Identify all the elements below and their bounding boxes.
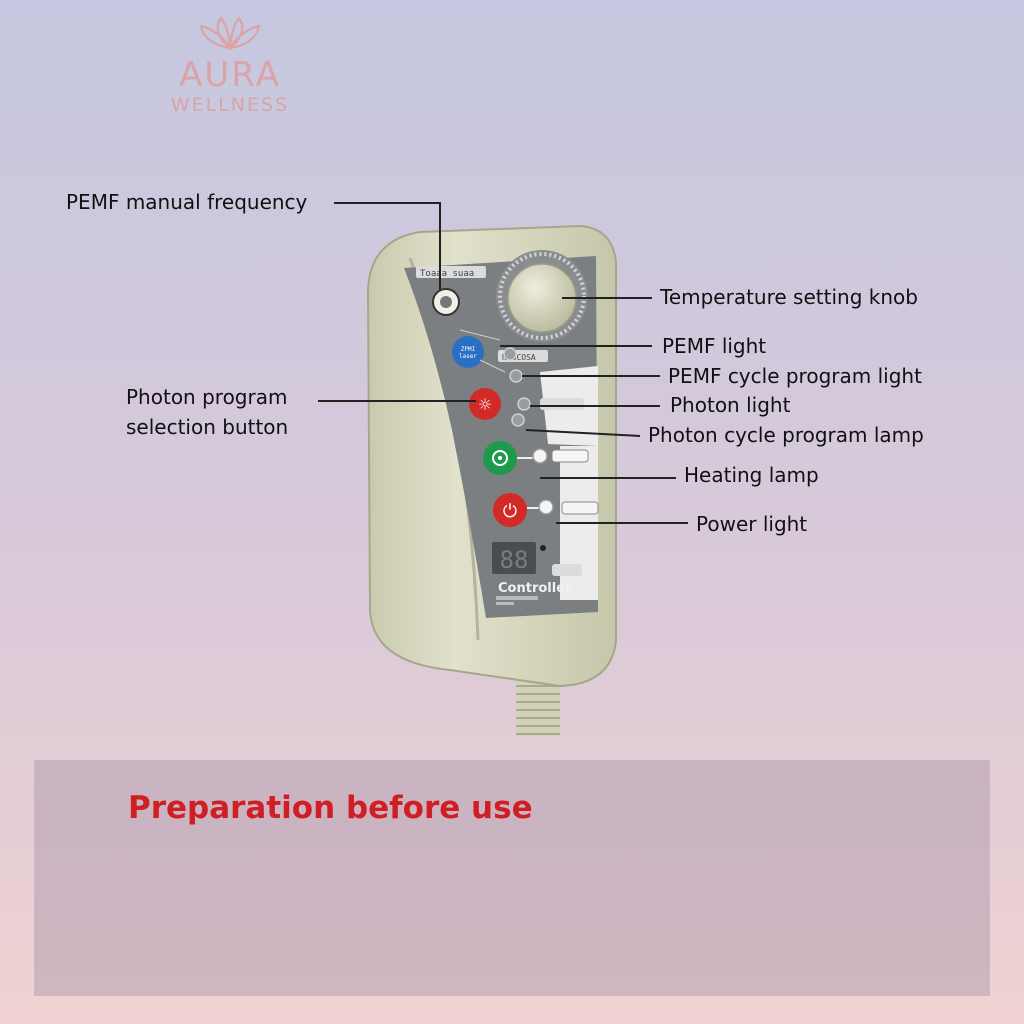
preparation-panel: Preparation before use (34, 760, 990, 996)
label-photon-program-line1: Photon program (126, 385, 288, 409)
sun-icon: ☼ (478, 395, 492, 414)
faceplate-header-strip (416, 266, 486, 278)
svg-text:NROCOSA: NROCOSA (502, 353, 536, 362)
display-value: 88 (500, 546, 529, 574)
section-title: Preparation before use (128, 790, 533, 826)
photon-cycle-indicator (511, 413, 525, 427)
leader-lines (318, 202, 688, 524)
brand-logo: AURA WELLNESS (150, 14, 310, 116)
heating-indicator (532, 448, 548, 464)
label-pemf-cycle-program-light: PEMF cycle program light (668, 364, 922, 388)
label-photon-cycle-program-lamp: Photon cycle program lamp (648, 423, 924, 447)
label-photon-program-line2: selection button (126, 415, 289, 439)
lotus-icon (199, 16, 261, 51)
pemf-frequency-dial[interactable] (432, 288, 460, 316)
svg-text:ZPMI: ZPMI (461, 346, 476, 353)
controller-label: Controller (498, 581, 572, 596)
label-heating-lamp: Heating lamp (684, 463, 819, 487)
label-photon-light: Photon light (670, 393, 791, 417)
label-pemf-manual-frequency: PEMF manual frequency (66, 190, 308, 214)
temperature-knob[interactable] (496, 250, 588, 342)
pemf-indicator (503, 347, 517, 361)
brand-name: AURA (179, 55, 281, 95)
svg-text:laser: laser (459, 353, 477, 360)
photon-button[interactable]: ☼ (469, 388, 501, 420)
power-button[interactable]: ⏻ (493, 493, 527, 527)
brand-subtitle: WELLNESS (170, 94, 290, 116)
pemf-cycle-indicator (509, 369, 523, 383)
heating-icon (492, 450, 508, 466)
label-temperature-setting-knob: Temperature setting knob (660, 285, 918, 309)
digital-display (492, 542, 536, 574)
label-power-light: Power light (696, 512, 808, 536)
photon-indicator (517, 397, 531, 411)
svg-text:Toaaa suaa: Toaaa suaa (420, 269, 474, 279)
pemf-button[interactable]: ZPMI laser (452, 336, 484, 368)
label-pemf-light: PEMF light (662, 334, 767, 358)
power-indicator (538, 499, 554, 515)
power-icon: ⏻ (503, 501, 517, 522)
heating-button[interactable] (483, 441, 517, 475)
